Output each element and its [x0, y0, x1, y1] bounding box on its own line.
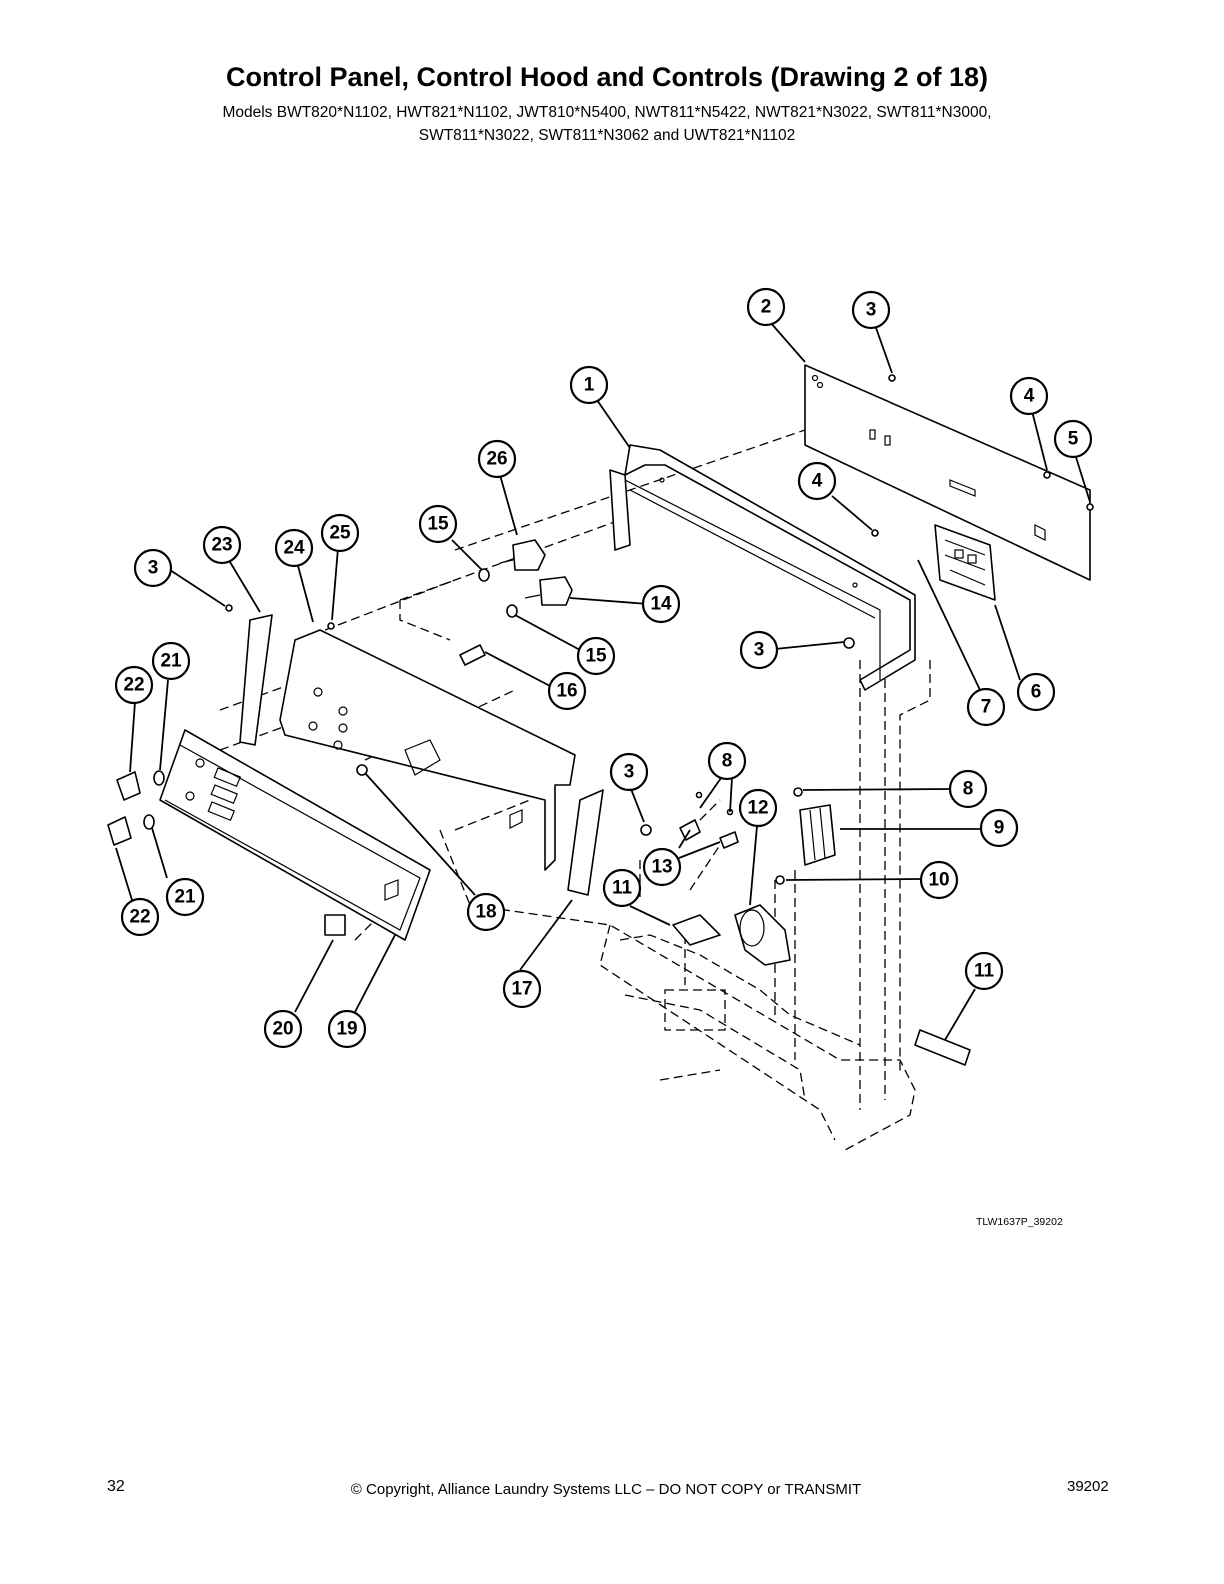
svg-text:12: 12	[747, 798, 768, 819]
switch-26	[499, 539, 546, 571]
svg-text:3: 3	[624, 762, 635, 783]
callout-2: 2	[746, 287, 786, 327]
small-parts	[107, 374, 1094, 1066]
svg-text:17: 17	[511, 979, 532, 1000]
svg-text:11: 11	[974, 961, 995, 982]
callout-16: 16	[547, 671, 587, 711]
callout-8: 8	[707, 741, 747, 781]
callout-10: 10	[919, 860, 959, 900]
callout-22b: 22	[120, 897, 160, 937]
svg-text:15: 15	[427, 514, 449, 535]
svg-text:3: 3	[148, 558, 159, 579]
drawing-id: TLW1637P_39202	[976, 1216, 1063, 1228]
control-bracket-plate	[804, 364, 1091, 581]
callout-18: 18	[466, 892, 506, 932]
svg-text:2: 2	[761, 297, 772, 318]
callout-9: 9	[979, 808, 1019, 848]
svg-text:6: 6	[1031, 682, 1042, 703]
svg-text:26: 26	[486, 449, 507, 470]
svg-text:8: 8	[963, 779, 974, 800]
svg-text:13: 13	[651, 857, 672, 878]
control-board	[934, 524, 996, 601]
callout-25: 25	[320, 513, 360, 553]
callout-6: 6	[1016, 672, 1056, 712]
callout-8b: 8	[948, 769, 988, 809]
callout-3: 3	[851, 290, 891, 330]
callout-7: 7	[966, 687, 1006, 727]
side-bracket-right	[567, 789, 604, 896]
svg-text:5: 5	[1068, 429, 1079, 450]
switch-14	[524, 576, 573, 606]
callout-4b: 4	[797, 461, 837, 501]
svg-text:9: 9	[994, 818, 1005, 839]
svg-text:18: 18	[475, 902, 496, 923]
control-hood	[609, 444, 916, 691]
callout-3d: 3	[609, 752, 649, 792]
page-number: 32	[107, 1478, 125, 1495]
graphic-overlay	[159, 729, 431, 941]
console-panel	[279, 629, 576, 871]
svg-text:22: 22	[123, 675, 144, 696]
models-line-2: SWT811*N3022, SWT811*N3062 and UWT821*N1…	[418, 127, 796, 144]
page-title: Control Panel, Control Hood and Controls…	[226, 62, 988, 92]
svg-text:4: 4	[812, 471, 823, 492]
svg-text:24: 24	[283, 538, 305, 559]
callouts: 2 3 1 4 5 26 4 15 23 24 25 3 14 3 15 21 …	[114, 287, 1093, 1049]
svg-text:19: 19	[336, 1019, 357, 1040]
svg-text:11: 11	[612, 878, 633, 899]
callout-12: 12	[738, 788, 778, 828]
svg-text:25: 25	[329, 523, 351, 544]
svg-text:20: 20	[272, 1019, 293, 1040]
callout-19: 19	[327, 1009, 367, 1049]
svg-text:21: 21	[174, 887, 196, 908]
svg-text:16: 16	[556, 681, 577, 702]
svg-text:14: 14	[650, 594, 672, 615]
callout-24: 24	[274, 528, 314, 568]
callout-14: 14	[641, 584, 681, 624]
callout-3c: 3	[739, 630, 779, 670]
callout-11: 11	[602, 868, 642, 908]
svg-text:8: 8	[722, 751, 733, 772]
callout-5: 5	[1053, 419, 1093, 459]
document-number: 39202	[1067, 1478, 1109, 1495]
callout-3b: 3	[133, 548, 173, 588]
leader-lines	[115, 321, 1091, 1041]
pressure-switch	[734, 904, 791, 966]
svg-text:15: 15	[585, 646, 607, 667]
svg-text:10: 10	[928, 870, 949, 891]
svg-text:7: 7	[981, 697, 992, 718]
callout-21: 21	[151, 641, 191, 681]
svg-text:23: 23	[211, 535, 232, 556]
callout-20: 20	[263, 1009, 303, 1049]
callout-13: 13	[642, 847, 682, 887]
transformer	[799, 804, 836, 866]
svg-text:4: 4	[1024, 386, 1035, 407]
callout-17: 17	[502, 969, 542, 1009]
copyright-notice: © Copyright, Alliance Laundry Systems LL…	[350, 1481, 862, 1498]
svg-text:21: 21	[160, 651, 182, 672]
callout-21b: 21	[165, 877, 205, 917]
callout-15b: 15	[576, 636, 616, 676]
callout-22: 22	[114, 665, 154, 705]
callout-26: 26	[477, 439, 517, 479]
callout-11b: 11	[964, 951, 1004, 991]
svg-text:3: 3	[866, 300, 877, 321]
svg-text:3: 3	[754, 640, 765, 661]
callout-4: 4	[1009, 376, 1049, 416]
callout-23: 23	[202, 525, 242, 565]
callout-15: 15	[418, 504, 458, 544]
callout-1: 1	[569, 365, 609, 405]
side-bracket-left	[239, 614, 273, 746]
models-line-1: Models BWT820*N1102, HWT821*N1102, JWT81…	[222, 104, 992, 121]
svg-text:1: 1	[584, 375, 595, 396]
svg-text:22: 22	[129, 907, 150, 928]
